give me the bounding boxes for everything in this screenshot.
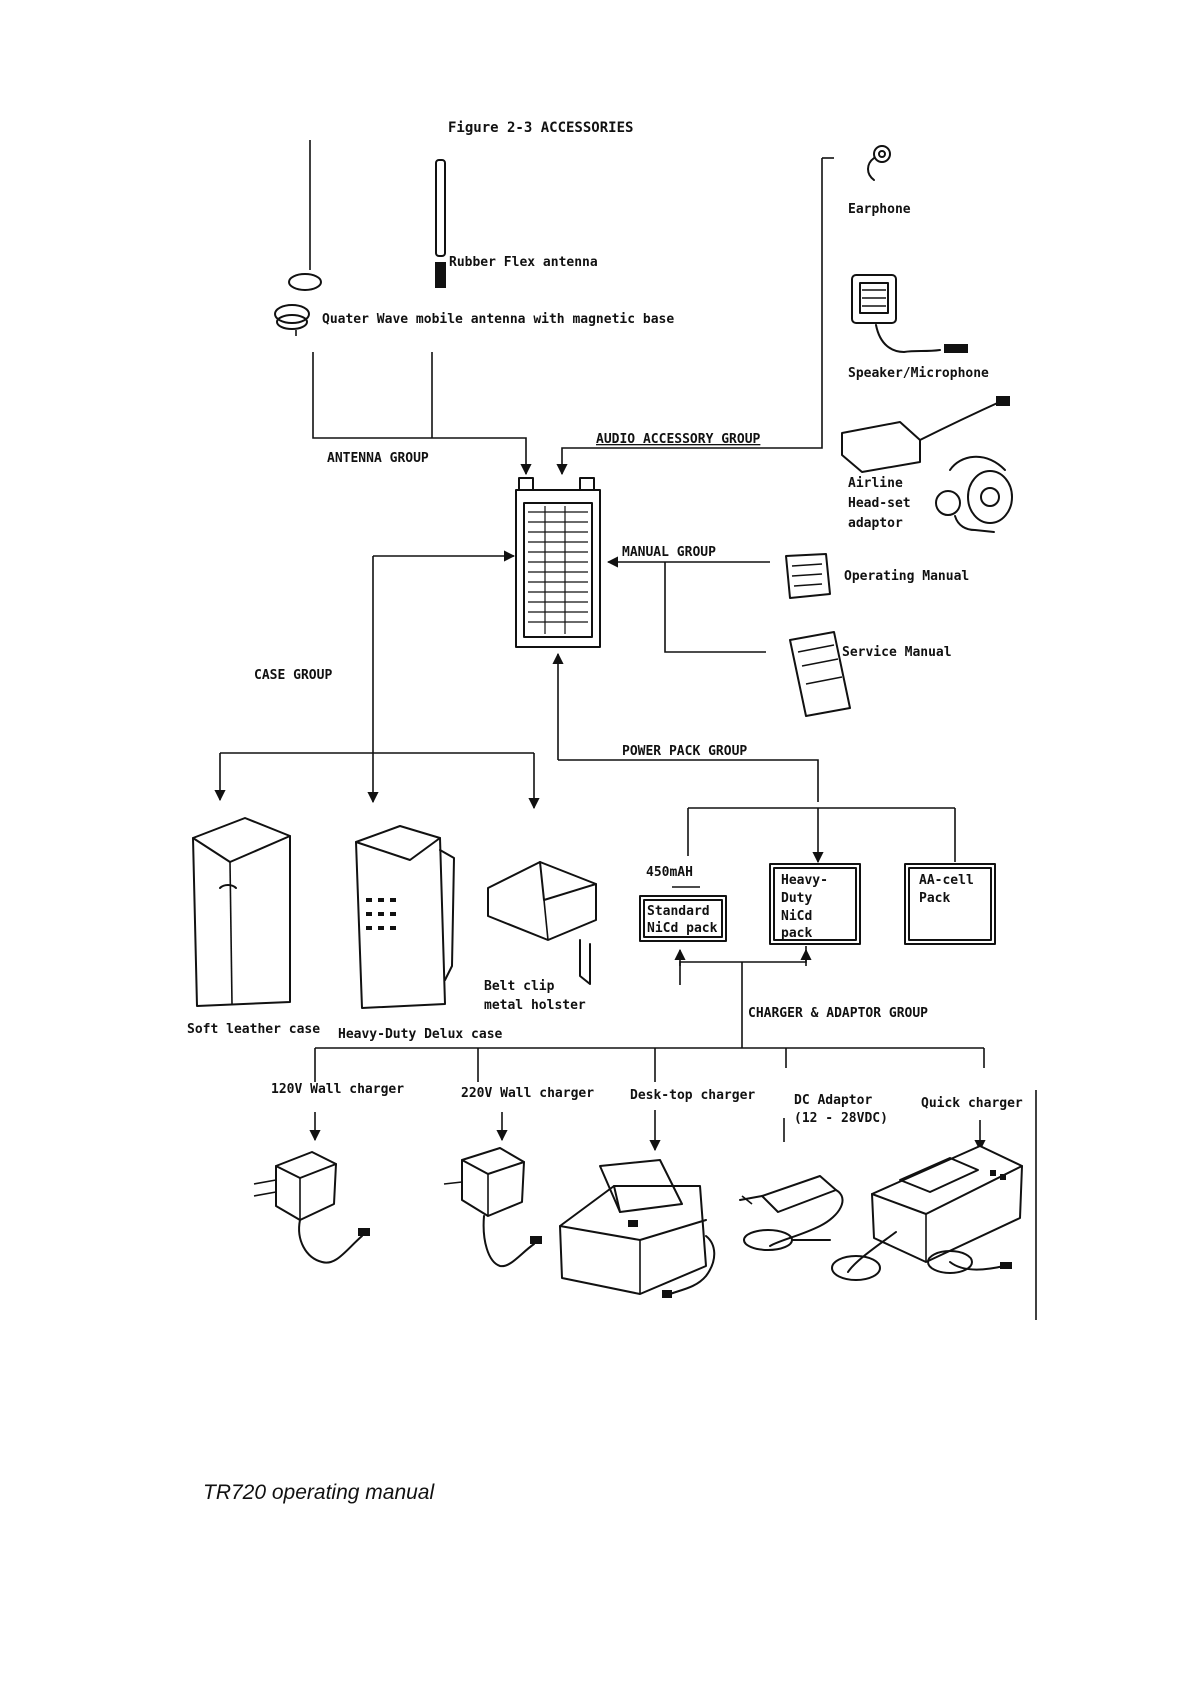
heavy-pack-line-1: Heavy- <box>781 873 828 888</box>
aa-cell-pack-icon <box>904 863 996 945</box>
airline-adaptor-line-2: Head-set <box>848 496 911 511</box>
antenna-group-connector <box>312 352 532 476</box>
wall-charger-220v-icon <box>443 1147 542 1268</box>
charger-group-label: CHARGER & ADAPTOR GROUP <box>748 1006 928 1021</box>
belt-clip-holster-icon <box>487 861 597 985</box>
antenna-group-label: ANTENNA GROUP <box>327 451 429 466</box>
airline-adaptor-line-3: adaptor <box>848 516 903 531</box>
manual-group-label: MANUAL GROUP <box>622 545 716 560</box>
footer-text: TR720 operating manual <box>203 1481 435 1504</box>
audio-group-label: AUDIO ACCESSORY GROUP <box>596 432 761 447</box>
wall-120v-label: 120V Wall charger <box>271 1082 404 1097</box>
quick-charger-icon <box>831 1145 1023 1281</box>
heavy-pack-line-4: pack <box>781 926 812 941</box>
heavy-duty-delux-case-label: Heavy-Duty Delux case <box>338 1027 503 1042</box>
service-manual-label: Service Manual <box>842 645 952 660</box>
operating-manual-icon <box>785 553 831 599</box>
standard-pack-line-2: NiCd pack <box>647 921 718 936</box>
aa-pack-line-1: AA-cell <box>919 873 974 888</box>
belt-clip-label-1: Belt clip <box>484 979 555 994</box>
soft-leather-case-label: Soft leather case <box>187 1022 320 1037</box>
belt-clip-label-2: metal holster <box>484 998 586 1013</box>
dc-adaptor-line-2: (12 - 28VDC) <box>794 1111 888 1126</box>
wall-charger-120v-icon <box>253 1151 370 1264</box>
rubber-flex-antenna-label: Rubber Flex antenna <box>449 255 598 270</box>
dc-adaptor-line-1: DC Adaptor <box>794 1093 872 1108</box>
rubber-flex-antenna-icon <box>435 159 446 288</box>
standard-nicd-pack-icon <box>639 895 727 942</box>
desktop-charger-icon <box>559 1159 716 1298</box>
case-group-label: CASE GROUP <box>254 668 332 683</box>
operating-manual-label: Operating Manual <box>844 569 969 584</box>
airline-headset-adaptor-icon <box>841 396 1013 533</box>
quick-charger-label: Quick charger <box>921 1096 1023 1111</box>
wall-220v-label: 220V Wall charger <box>461 1086 594 1101</box>
heavy-pack-line-2: Duty <box>781 891 812 906</box>
dc-adaptor-icon <box>739 1175 844 1251</box>
audio-group-connector <box>556 158 823 476</box>
aa-pack-line-2: Pack <box>919 891 950 906</box>
earphone-label: Earphone <box>848 202 911 217</box>
standard-pack-line-1: Standard <box>647 904 710 919</box>
speaker-microphone-label: Speaker/Microphone <box>848 366 989 381</box>
heavy-pack-line-3: NiCd <box>781 909 812 924</box>
earphone-icon <box>867 145 891 181</box>
figure-title: Figure 2-3 ACCESSORIES <box>448 120 633 136</box>
speaker-microphone-icon <box>851 274 968 353</box>
quarter-wave-antenna-icon <box>274 273 322 336</box>
heavy-duty-delux-case-icon <box>355 825 455 1009</box>
service-manual-icon <box>789 631 851 717</box>
heavy-duty-nicd-pack-icon <box>769 863 861 945</box>
airline-adaptor-line-1: Airline <box>848 476 903 491</box>
power-pack-group-label: POWER PACK GROUP <box>622 744 747 759</box>
desktop-charger-label: Desk-top charger <box>630 1088 755 1103</box>
capacity-label: 450mAH <box>646 865 693 880</box>
quarter-wave-antenna-label: Quater Wave mobile antenna with magnetic… <box>322 312 674 327</box>
radio-transceiver <box>515 477 601 648</box>
soft-leather-case-icon <box>192 817 291 1007</box>
